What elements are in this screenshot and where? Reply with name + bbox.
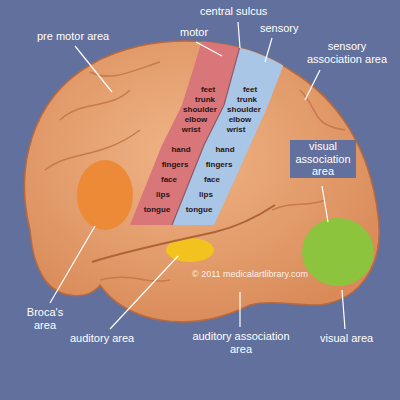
body-part-label: feet [201, 86, 215, 94]
gyrus-line [60, 90, 130, 120]
body-part-label: shoulder [227, 106, 261, 114]
gyrus-line [100, 277, 170, 281]
body-part-label: face [204, 176, 220, 184]
central-sulcus-line [172, 28, 245, 225]
leader-line [265, 38, 272, 62]
body-part-label: fingers [162, 161, 189, 169]
leader-line [322, 186, 328, 222]
sensory-strip [172, 28, 298, 225]
body-part-label: fingers [206, 161, 233, 169]
leader-line [75, 46, 112, 92]
region-label: visual association area [290, 140, 356, 178]
body-part-label: elbow [185, 116, 208, 124]
region-label: auditory association area [183, 330, 299, 355]
gyrus-line [272, 200, 325, 210]
region-label: central sulcus [198, 5, 269, 18]
body-part-label: face [161, 176, 177, 184]
leader-line [110, 256, 178, 329]
body-part-label: trunk [195, 96, 215, 104]
leader-line [196, 42, 222, 56]
body-part-label: tongue [186, 206, 213, 214]
region-label: visual area [318, 332, 375, 345]
sylvian-fissure [92, 205, 275, 262]
body-part-label: wrist [227, 126, 246, 134]
body-part-label: hand [171, 146, 190, 154]
leader-line [50, 226, 95, 303]
region-label: Broca's area [18, 306, 72, 331]
brocas-area [77, 160, 133, 230]
body-part-label: tongue [144, 206, 171, 214]
leader-line [238, 22, 240, 48]
watermark: © 2011 medicalartlibrary.com [192, 270, 308, 279]
body-part-label: lips [156, 191, 170, 199]
body-part-label: shoulder [183, 106, 217, 114]
leader-line [239, 292, 240, 327]
body-part-label: lips [199, 191, 213, 199]
body-part-label: wrist [182, 126, 201, 134]
body-part-label: elbow [229, 116, 252, 124]
region-label: motor [178, 26, 210, 39]
body-part-label: hand [215, 146, 234, 154]
region-label: sensory [258, 22, 301, 35]
body-part-label: feet [243, 86, 257, 94]
region-label: sensory association area [298, 40, 396, 65]
gyrus-line [90, 62, 160, 76]
region-label: auditory area [68, 332, 136, 345]
leader-line [305, 70, 320, 100]
region-label: pre motor area [35, 30, 111, 43]
body-part-label: trunk [237, 96, 257, 104]
visual-area [302, 218, 374, 286]
leader-line [342, 290, 345, 329]
